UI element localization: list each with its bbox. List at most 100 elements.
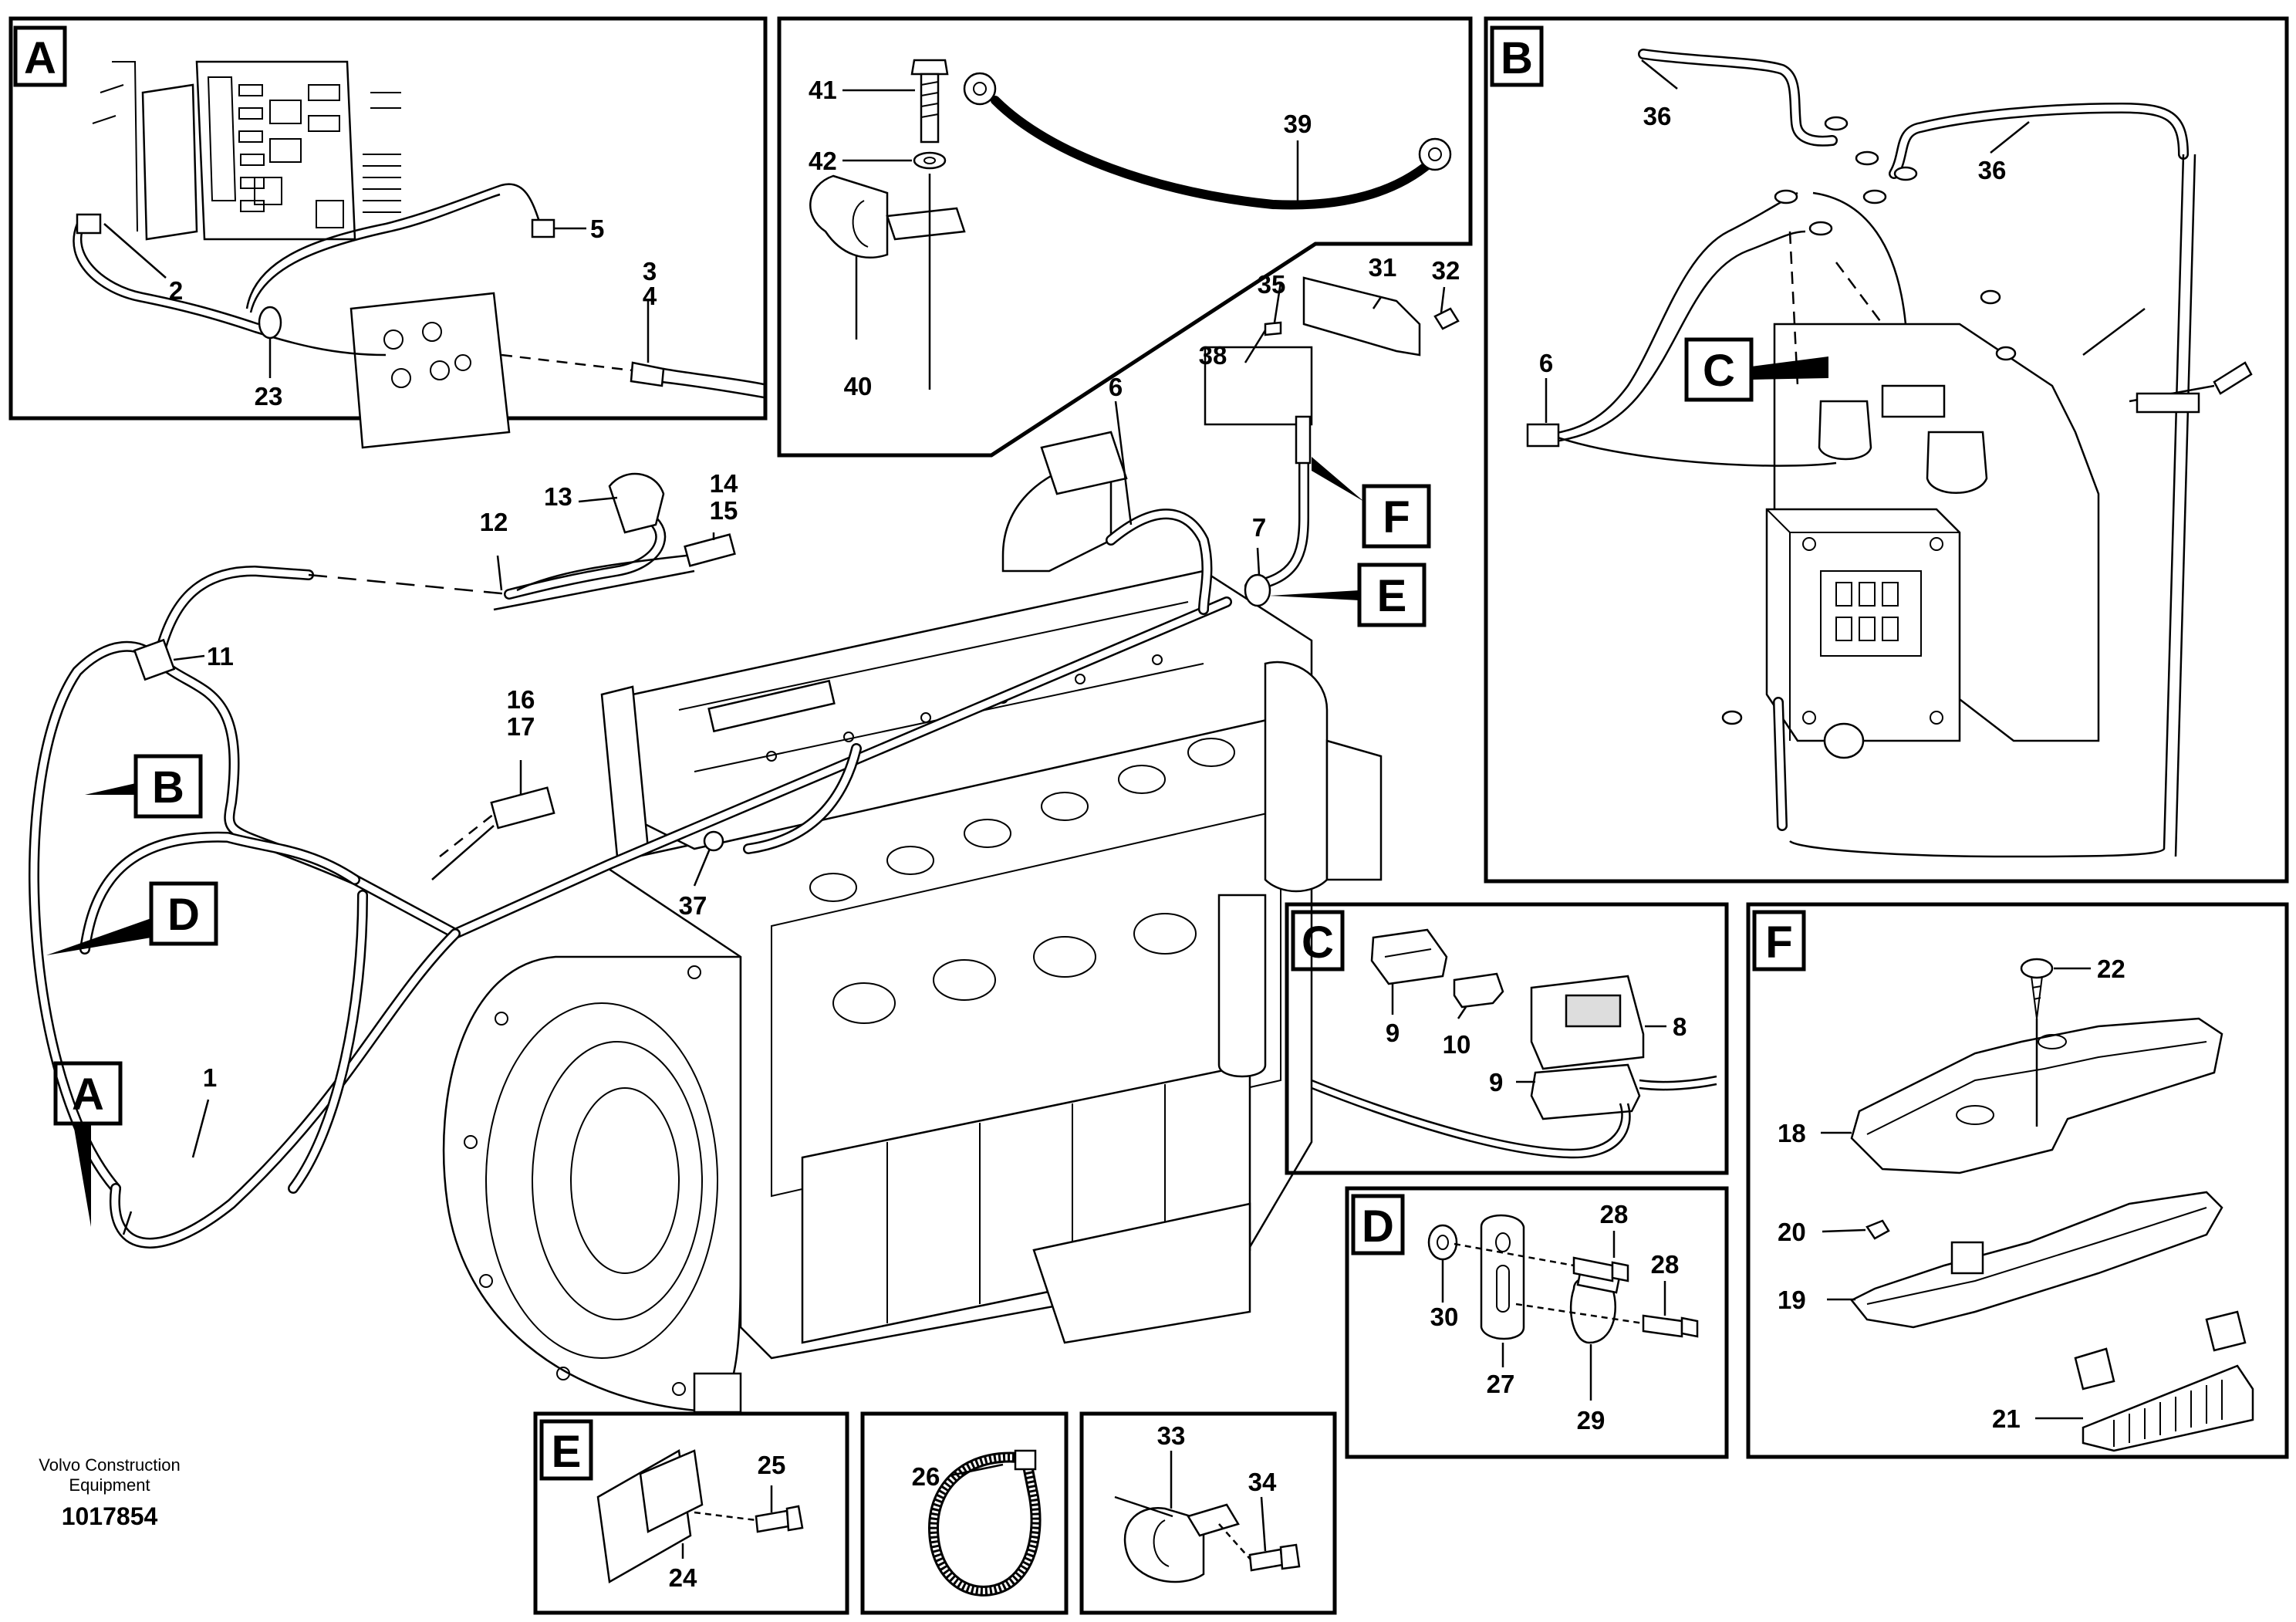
part-number-9-lower: 9 (1489, 1068, 1503, 1097)
bracket-21 (2082, 1364, 2254, 1452)
bolt-41 (910, 59, 949, 76)
callout-d-label: D (167, 890, 200, 940)
part-number-14: 14 (710, 469, 738, 498)
seal-9-lower (1530, 1063, 1641, 1120)
part-number-21: 21 (1992, 1404, 2021, 1433)
detail-d-label-box (1351, 1194, 1405, 1255)
strap-27 (1480, 1214, 1525, 1340)
part-number-40: 40 (844, 372, 873, 400)
connector-2 (76, 213, 102, 235)
part-number-5: 5 (590, 215, 604, 243)
bolt-28-lower (1642, 1314, 1683, 1338)
callout-e-label: E (1377, 571, 1407, 621)
bolt-28-upper (1572, 1256, 1614, 1282)
clamp-33 (1123, 1507, 1205, 1583)
part-number-27: 27 (1487, 1370, 1515, 1398)
detail-clamp: 33 34 (1079, 1411, 1337, 1615)
cable-lug-left (963, 72, 997, 106)
ground-cable-frame (777, 16, 1473, 458)
detail-b-label-box (1490, 25, 1544, 87)
harness-lower (73, 223, 387, 357)
detail-e-frame (533, 1411, 849, 1615)
part-number-28-lower: 28 (1651, 1250, 1680, 1279)
bolt-25 (755, 1509, 790, 1533)
detail-c-label-box (1291, 910, 1345, 972)
detail-f-label: F (1765, 917, 1792, 968)
clamp-frame (1079, 1411, 1337, 1615)
detail-c: C 9 10 8 9 (1285, 902, 1729, 1175)
part-number-3: 3 (643, 257, 657, 286)
detail-cable-tie: 26 (860, 1411, 1069, 1615)
detail-c-label: C (1302, 917, 1334, 968)
part-number-23: 23 (255, 382, 283, 411)
detail-d: D 30 27 28 28 29 (1345, 1186, 1729, 1459)
part-number-2: 2 (169, 276, 183, 305)
drawing-number: 1017854 (62, 1502, 158, 1530)
part-number-25: 25 (758, 1451, 786, 1479)
detail-e-label-box (539, 1419, 593, 1481)
part-number-39: 39 (1284, 110, 1312, 138)
detail-b-frame (1484, 16, 2289, 884)
cable-tie-26 (927, 1451, 1042, 1597)
intake-elbow (1001, 461, 1113, 573)
company-name-line-1: Volvo Construction (39, 1455, 180, 1475)
part-number-20: 20 (1778, 1218, 1806, 1246)
part-number-33: 33 (1157, 1421, 1186, 1450)
part-number-4: 4 (643, 282, 657, 310)
detail-c-frame (1285, 902, 1729, 1175)
part-number-37: 37 (679, 891, 707, 920)
screw-35 (1264, 321, 1282, 336)
insert-10 (1453, 972, 1504, 1009)
detail-e: E 25 24 (533, 1411, 849, 1615)
part-number-41: 41 (809, 76, 837, 104)
part-number-7: 7 (1252, 513, 1266, 542)
connector-3-4 (630, 361, 665, 387)
cable-6-end (1526, 423, 1560, 448)
part-number-29: 29 (1577, 1406, 1606, 1434)
part-number-10: 10 (1443, 1030, 1471, 1059)
detail-b: B (1484, 16, 2289, 884)
flywheel-housing (442, 955, 742, 1414)
clip-11 (133, 638, 176, 681)
grommet-23 (258, 306, 282, 340)
sensor-c (1818, 400, 1872, 461)
callout-b-label: B (152, 762, 184, 813)
module-38 (1204, 346, 1313, 426)
junction-box (1765, 508, 1961, 742)
part-number-26: 26 (912, 1462, 940, 1491)
part-number-15: 15 (710, 496, 738, 525)
part-number-17: 17 (507, 712, 535, 741)
part-number-18: 18 (1778, 1119, 1806, 1147)
callout-d-box (149, 881, 218, 946)
detail-a: A (8, 16, 768, 449)
detail-a-label: A (24, 33, 56, 83)
detail-b-label: B (1501, 33, 1533, 83)
base-19 (1850, 1191, 2223, 1329)
part-number-12: 12 (480, 508, 508, 536)
footer-block: Volvo Construction Equipment 1017854 (39, 1455, 180, 1530)
part-number-35: 35 (1258, 270, 1286, 299)
detail-a-label-box (13, 25, 67, 87)
detail-d-frame (1345, 1186, 1729, 1459)
grommet-37 (703, 830, 724, 852)
detail-ground-cable: 41 42 40 39 (777, 16, 1473, 458)
connector-14-15 (684, 533, 736, 567)
part-number-16: 16 (507, 685, 535, 714)
part-number-19: 19 (1778, 1286, 1806, 1314)
detail-f-frame (1746, 902, 2289, 1459)
callout-f-label: F (1383, 492, 1410, 542)
callout-c-label: C (1703, 346, 1735, 396)
part-number-31: 31 (1369, 253, 1397, 282)
company-name-line-2: Equipment (69, 1475, 150, 1495)
detail-e-label: E (552, 1427, 582, 1477)
part-number-36-left: 36 (1643, 102, 1672, 130)
detail-f-label-box (1752, 910, 1806, 972)
part-number-6-detail-b: 6 (1539, 349, 1553, 377)
callout-f-box (1362, 484, 1431, 549)
screw-20 (1866, 1219, 1890, 1240)
screw-32 (1433, 307, 1460, 330)
connector-16-17 (490, 786, 555, 830)
part-number-30: 30 (1430, 1303, 1459, 1331)
connector-5 (531, 218, 555, 238)
main-harness: B D A F E 1 6 7 11 12 13 14 15 16 (29, 253, 1460, 1249)
